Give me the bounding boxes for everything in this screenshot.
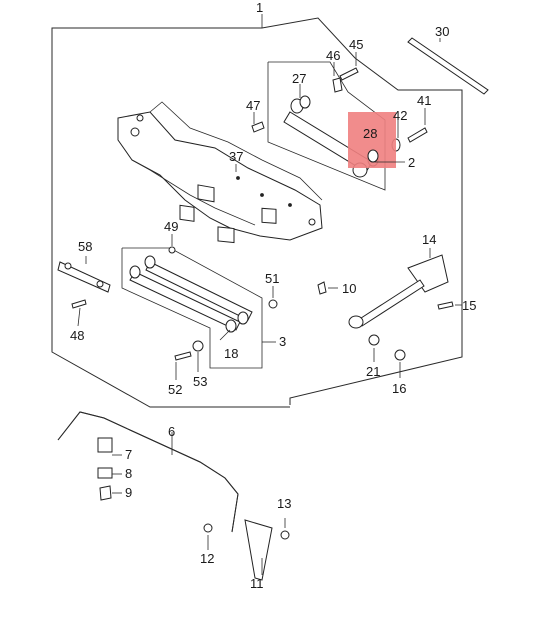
callout-51: 51 bbox=[265, 271, 279, 286]
callout-28: 28 bbox=[363, 126, 377, 141]
callout-45: 45 bbox=[349, 37, 363, 52]
callout-11: 11 bbox=[250, 576, 264, 591]
callout-48: 48 bbox=[70, 328, 84, 343]
crossmember-37 bbox=[117, 101, 323, 244]
leader-lines bbox=[77, 38, 462, 575]
callout-labels: 1 2 3 6 7 8 9 10 11 12 13 14 15 16 18 21… bbox=[70, 0, 476, 591]
callout-58: 58 bbox=[78, 239, 92, 254]
plate-58 bbox=[57, 261, 111, 309]
callout-6: 6 bbox=[168, 424, 175, 439]
callout-2: 2 bbox=[408, 155, 415, 170]
callout-47: 47 bbox=[246, 98, 260, 113]
callout-42: 42 bbox=[393, 108, 407, 123]
callout-18: 18 bbox=[224, 346, 238, 361]
callout-16: 16 bbox=[392, 381, 406, 396]
callout-41: 41 bbox=[417, 93, 431, 108]
callout-21: 21 bbox=[366, 364, 380, 379]
lateral-link bbox=[317, 254, 454, 361]
callout-37: 37 bbox=[229, 149, 243, 164]
callout-49: 49 bbox=[164, 219, 178, 234]
lower-arm bbox=[129, 246, 278, 361]
callout-14: 14 bbox=[422, 232, 436, 247]
callout-9: 9 bbox=[125, 485, 132, 500]
callout-30: 30 bbox=[435, 24, 449, 39]
callout-1: 1 bbox=[256, 0, 263, 15]
callout-27: 27 bbox=[292, 71, 306, 86]
callout-12: 12 bbox=[200, 551, 214, 566]
callout-8: 8 bbox=[125, 466, 132, 481]
assembly-1-outline bbox=[51, 17, 463, 408]
part-30-trim bbox=[407, 37, 489, 95]
callout-10: 10 bbox=[342, 281, 356, 296]
arm-box-lower bbox=[121, 247, 263, 369]
callout-13: 13 bbox=[277, 496, 291, 511]
callout-15: 15 bbox=[462, 298, 476, 313]
callout-3: 3 bbox=[279, 334, 286, 349]
stabilizer-bar-6 bbox=[57, 411, 290, 581]
callout-46: 46 bbox=[326, 48, 340, 63]
callout-53: 53 bbox=[193, 374, 207, 389]
callout-7: 7 bbox=[125, 447, 132, 462]
callout-52: 52 bbox=[168, 382, 182, 397]
